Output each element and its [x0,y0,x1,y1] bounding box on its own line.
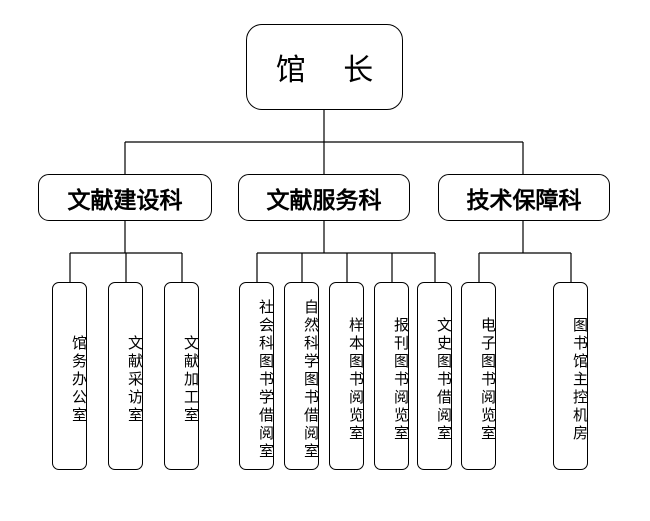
office-acquisitions: 文献采访室 [108,282,144,470]
office-main-control-room: 图书馆主控机房 [553,282,589,470]
director-node: 馆 长 [246,24,403,110]
office-periodicals-reading: 报刊图书阅览室 [374,282,410,470]
dept-reader-services: 文献服务科 [238,174,410,221]
office-sample-book-reading: 样本图书阅览室 [329,282,365,470]
dept-collection-development: 文献建设科 [38,174,212,221]
office-ebook-reading: 电子图书阅览室 [461,282,497,470]
office-social-science-lending: 社会科图书学借阅室 [239,282,275,470]
office-library-admin: 馆务办公室 [52,282,88,470]
dept-technical-support: 技术保障科 [438,174,610,221]
office-literature-history-lending: 文史图书借阅室 [417,282,453,470]
office-cataloging: 文献加工室 [164,282,200,470]
office-natural-science-lending: 自然科学图书借阅室 [284,282,320,470]
